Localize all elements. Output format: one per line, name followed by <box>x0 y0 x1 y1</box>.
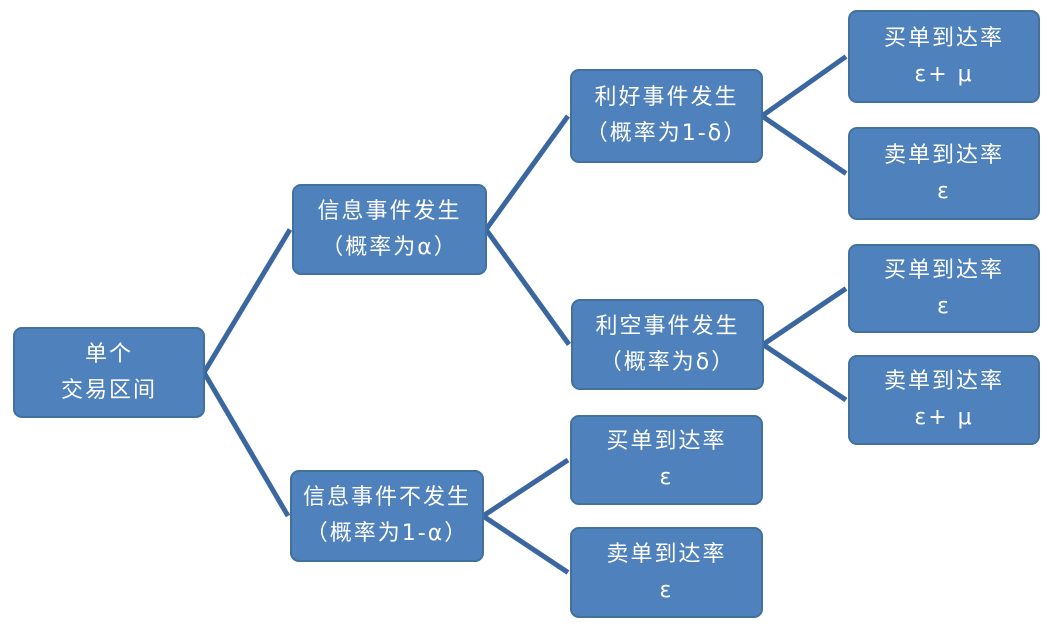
node-label: 信息事件发生 <box>317 198 462 224</box>
edge-good-news-sell-good <box>760 113 848 176</box>
edge-root-info-no <box>201 371 291 518</box>
edge-root-info-yes <box>201 228 293 374</box>
node-label: 卖单到达率 <box>883 369 1004 394</box>
node-label: ε+ μ <box>914 405 974 430</box>
node-label: （概率为1-δ） <box>585 121 748 146</box>
edge-good-news-buy-good <box>760 54 848 119</box>
node-sell-none: 卖单到达率 ε <box>570 527 763 618</box>
node-label: （概率为α） <box>321 234 458 260</box>
node-label: 信息事件不发生 <box>302 485 471 510</box>
node-label: 买单到达率 <box>883 25 1004 51</box>
node-label: 交易区间 <box>60 377 157 403</box>
node-sell-good: 卖单到达率 ε <box>848 127 1040 220</box>
node-label: ε <box>659 465 674 490</box>
edge-info-yes-good-news <box>483 114 571 231</box>
node-info-no: 信息事件不发生 （概率为1-α） <box>290 470 484 562</box>
node-label: ε <box>937 178 951 204</box>
edge-bad-news-buy-bad <box>761 286 848 347</box>
node-label: ε+ μ <box>914 61 974 87</box>
node-sell-bad: 卖单到达率 ε+ μ <box>848 355 1040 445</box>
node-label: ε <box>659 577 674 603</box>
node-good-news: 利好事件发生 （概率为1-δ） <box>570 69 763 163</box>
node-label: 卖单到达率 <box>606 541 727 567</box>
edge-info-no-buy-none <box>481 457 570 519</box>
node-root: 单个交易区间 <box>13 327 205 418</box>
node-buy-none: 买单到达率 ε <box>570 415 763 505</box>
node-label: 单个 <box>84 341 133 367</box>
edge-info-yes-bad-news <box>483 228 572 346</box>
node-label: （概率为δ） <box>599 349 736 375</box>
node-label: 卖单到达率 <box>883 142 1004 168</box>
edge-info-no-sell-none <box>481 513 570 575</box>
node-label: 利好事件发生 <box>594 85 739 110</box>
node-label: 买单到达率 <box>606 429 727 454</box>
node-label: 利空事件发生 <box>595 313 740 339</box>
edge-bad-news-sell-bad <box>761 342 848 403</box>
node-buy-bad: 买单到达率 ε <box>848 244 1040 333</box>
node-label: （概率为1-α） <box>305 521 469 546</box>
node-buy-good: 买单到达率 ε+ μ <box>848 10 1040 103</box>
node-label: ε <box>937 293 951 319</box>
node-info-yes: 信息事件发生 （概率为α） <box>292 184 487 275</box>
node-bad-news: 利空事件发生 （概率为δ） <box>571 299 764 390</box>
node-label: 买单到达率 <box>883 257 1004 283</box>
